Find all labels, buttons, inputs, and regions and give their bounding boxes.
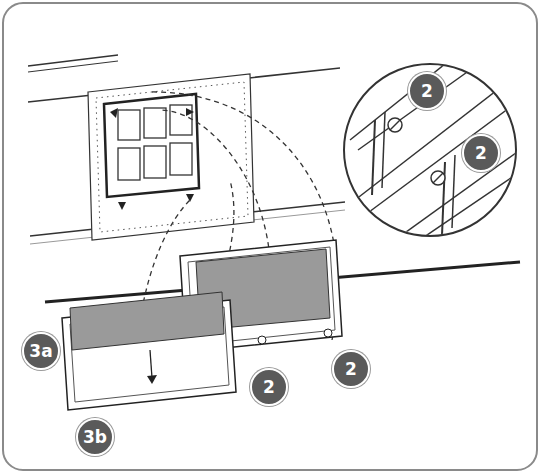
callout-number: 2: [250, 368, 288, 406]
callout-text: 2: [421, 81, 433, 101]
callout-text: 2: [475, 143, 487, 163]
callout-text: 2: [345, 359, 357, 379]
callout-number: 2: [462, 134, 500, 172]
callout-number: 3b: [76, 418, 114, 456]
callout-number: 2: [408, 72, 446, 110]
callout-number: 3a: [22, 332, 60, 370]
callout-text: 3a: [29, 341, 52, 361]
callout-text: 3b: [83, 427, 107, 447]
callout-number: 2: [332, 350, 370, 388]
callout-text: 2: [263, 377, 275, 397]
